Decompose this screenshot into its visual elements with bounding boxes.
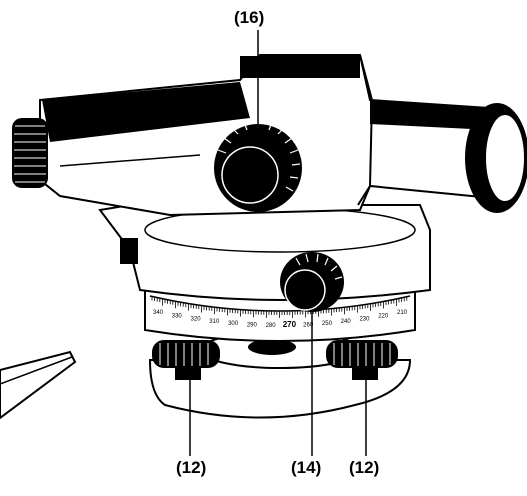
leveling-screw-left — [152, 340, 220, 380]
callout-12-right: (12) — [349, 458, 380, 477]
scale-label: 300 — [228, 321, 239, 327]
scale-label: 320 — [191, 317, 202, 323]
leader-lines — [189, 30, 367, 456]
callout-14: (14) — [291, 458, 322, 477]
scale-label: 220 — [378, 314, 389, 320]
scale-label: 310 — [209, 319, 220, 325]
tripod-leg — [0, 350, 77, 420]
eyepiece — [12, 118, 48, 188]
scale-label: 340 — [153, 310, 164, 316]
scale-label: 250 — [322, 321, 333, 327]
scale-label: 240 — [341, 319, 352, 325]
scale-label: 280 — [266, 323, 277, 329]
objective-lens — [465, 103, 527, 213]
leveling-screw-right — [326, 340, 398, 380]
scale-label: 260 — [303, 322, 314, 328]
scale-label: 290 — [247, 322, 258, 328]
scale-label: 210 — [397, 310, 408, 316]
scale-label: 230 — [359, 317, 370, 323]
focus-knob — [214, 120, 302, 212]
scale-label: 270 — [283, 320, 297, 329]
scale-label: 330 — [172, 314, 183, 320]
callout-16: (16) — [234, 8, 265, 27]
callout-12-left: (12) — [176, 458, 207, 477]
upper-housing — [98, 204, 431, 301]
horizontal-drive-knob — [280, 252, 344, 312]
